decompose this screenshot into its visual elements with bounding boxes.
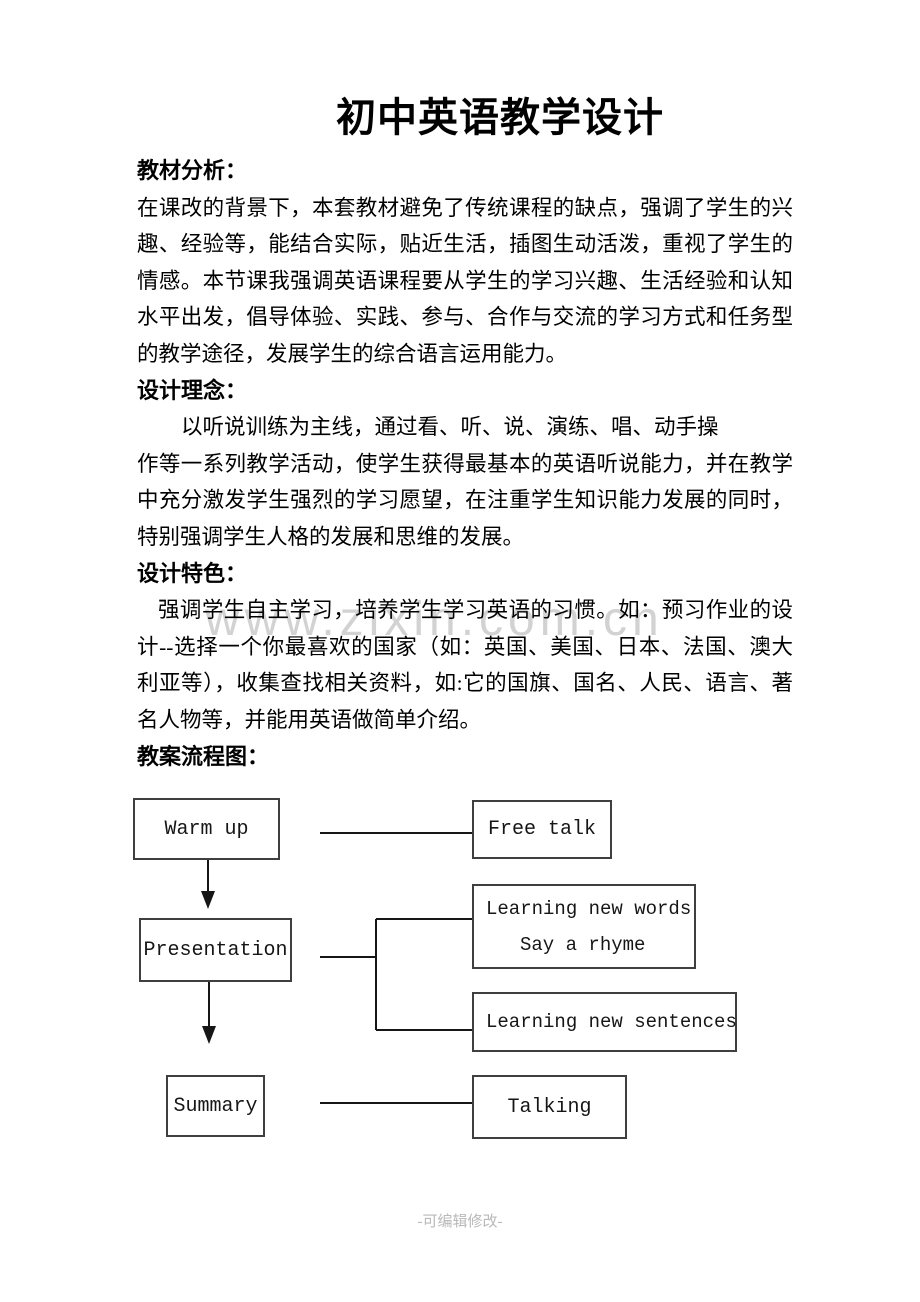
section-heading-analysis: 教材分析： <box>137 158 248 183</box>
flow-node-presentation-label: Presentation <box>143 938 288 962</box>
lesson-flowchart: Warm up Free talk Presentation Learning … <box>0 790 920 1170</box>
footer-watermark: -可编辑修改- <box>417 1214 503 1230</box>
flow-node-talking: Talking <box>472 1075 627 1139</box>
flow-node-free-talk: Free talk <box>472 800 612 859</box>
flow-node-learning-new-words-label: Learning new words <box>486 897 692 920</box>
flow-node-learning-new-words: Learning new words Say a rhyme <box>472 884 696 969</box>
paragraph-analysis: 在课改的背景下，本套教材避免了传统课程的缺点，强调了学生的兴趣、经验等，能结合实… <box>137 195 793 366</box>
flow-node-summary-label: Summary <box>173 1094 258 1118</box>
site-watermark: www.zixin.com.cn <box>205 593 664 646</box>
section-heading-flowchart: 教案流程图： <box>137 743 270 769</box>
flow-node-presentation: Presentation <box>139 918 292 982</box>
flow-node-warm-up-label: Warm up <box>164 817 249 841</box>
paragraph-concept-lead: 以听说训练为主线，通过看、听、说、演练、唱、动手操 <box>181 415 719 440</box>
flow-node-summary: Summary <box>166 1075 265 1137</box>
flow-node-talking-label: Talking <box>507 1095 592 1119</box>
page-title: 初中英语教学设计 <box>336 95 664 140</box>
paragraph-features: 强调学生自主学习，培养学生学习英语的习惯。如：预习作业的设计--选择一个你最喜欢… <box>137 598 793 732</box>
section-heading-concept: 设计理念： <box>137 377 248 403</box>
flow-node-free-talk-label: Free talk <box>487 818 597 841</box>
flow-node-learning-new-sentences: Learning new sentences <box>472 992 737 1052</box>
section-heading-features: 设计特色： <box>137 560 248 586</box>
paragraph-concept: 作等一系列教学活动，使学生获得最基本的英语听说能力，并在教学中充分激发学生强烈的… <box>137 451 793 549</box>
document-body: 教材分析： 在课改的背景下，本套教材避免了传统课程的缺点，强调了学生的兴趣、经验… <box>137 153 793 775</box>
flow-node-warm-up: Warm up <box>133 798 280 860</box>
flow-node-learning-new-sentences-label: Learning new sentences <box>486 1011 737 1033</box>
flow-node-say-a-rhyme-label: Say a rhyme <box>520 933 646 956</box>
flowchart-connectors <box>201 832 472 1104</box>
